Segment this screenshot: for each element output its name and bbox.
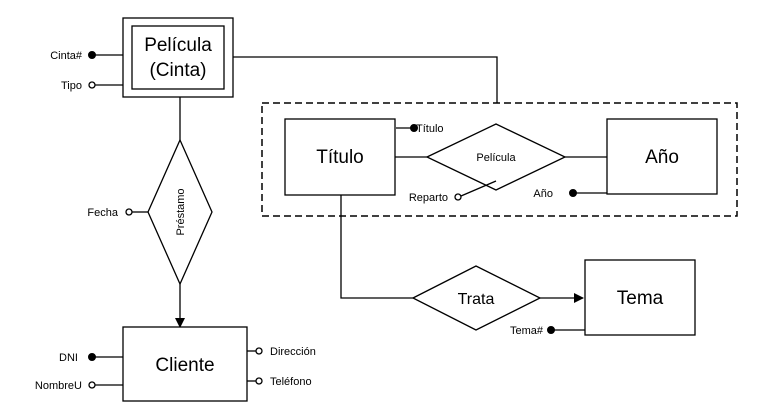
attr-cinta-label: Cinta# <box>50 50 83 62</box>
relationship-prestamo-label: Préstamo <box>175 188 187 235</box>
attr-tipo-label: Tipo <box>61 80 82 92</box>
relationship-pelicula-label: Película <box>476 152 516 164</box>
attr-direccion-marker <box>255 347 263 355</box>
relationship-trata-label: Trata <box>458 291 495 308</box>
attr-telefono-marker <box>255 377 263 385</box>
entity-pelicula-cinta-label-2: (Cinta) <box>149 60 206 81</box>
entity-pelicula-cinta-inner <box>131 25 225 90</box>
attr-cinta-key-marker <box>88 51 96 59</box>
attr-nombreu-marker <box>88 381 96 389</box>
attr-titulo-label: Título <box>416 123 444 135</box>
attr-fecha-marker <box>125 208 133 216</box>
attr-telefono-label: Teléfono <box>270 376 312 388</box>
attr-reparto-line <box>460 180 497 197</box>
relationship-pelicula <box>425 123 567 191</box>
attr-dni-label: DNI <box>59 352 78 364</box>
entity-cliente <box>122 326 248 402</box>
attr-direccion-label: Dirección <box>270 346 316 358</box>
attr-tema-key-marker <box>547 326 555 334</box>
attr-tipo-marker <box>88 81 96 89</box>
entity-anio <box>606 118 718 195</box>
link-pelicula-aggregation <box>233 56 498 103</box>
attr-anio-label: Año <box>533 188 553 200</box>
entity-pelicula-cinta-label-1: Película <box>144 35 212 56</box>
attr-anio-key-marker <box>569 189 577 197</box>
relationship-trata <box>411 265 542 331</box>
aggregation-box <box>261 102 738 217</box>
relationship-prestamo <box>147 138 213 286</box>
attr-fecha-label: Fecha <box>87 207 118 219</box>
entity-cliente-label: Cliente <box>155 355 214 376</box>
entity-anio-label: Año <box>645 147 679 168</box>
entity-titulo-label: Título <box>316 147 364 168</box>
attr-reparto-label: Reparto <box>409 192 448 204</box>
link-titulo-trata <box>340 195 413 299</box>
entity-titulo <box>284 118 396 196</box>
attr-dni-key-marker <box>88 353 96 361</box>
entity-tema <box>584 259 696 336</box>
attr-tema-label: Tema# <box>510 325 544 337</box>
attr-titulo-key-marker <box>410 124 418 132</box>
attr-reparto-marker <box>454 193 462 201</box>
attr-nombreu-label: NombreU <box>35 380 82 392</box>
entity-tema-label: Tema <box>617 288 664 309</box>
